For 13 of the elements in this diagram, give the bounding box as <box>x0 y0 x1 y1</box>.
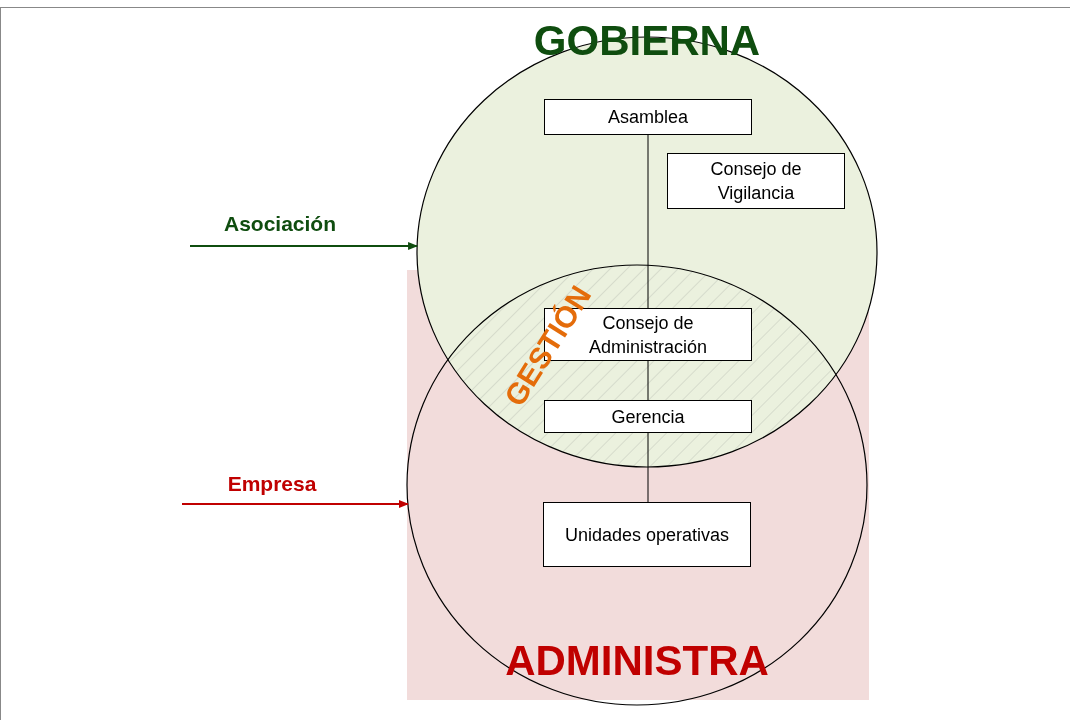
org-box: Gerencia <box>544 400 752 433</box>
connector-line <box>647 432 649 503</box>
venn-circle <box>407 265 867 705</box>
circle-heading: ADMINISTRA <box>504 637 770 685</box>
org-box: Consejo de Vigilancia <box>667 153 845 209</box>
side-label: Asociación <box>190 212 370 246</box>
arrow <box>181 500 409 508</box>
org-box: Asamblea <box>544 99 752 135</box>
org-box: Unidades operativas <box>543 502 751 567</box>
connector-line <box>647 360 649 401</box>
side-label: Empresa <box>182 472 362 504</box>
arrow <box>189 242 419 250</box>
connector-line <box>647 134 649 309</box>
